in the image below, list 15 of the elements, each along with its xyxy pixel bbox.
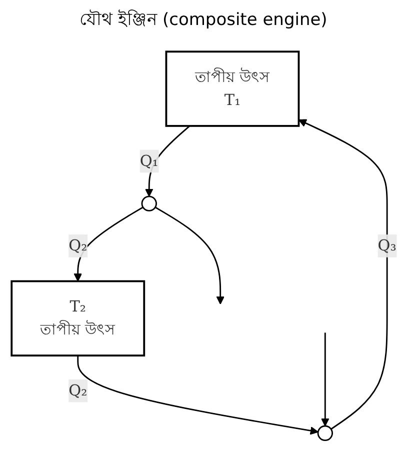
arrow [298,119,388,430]
node-box: তাপীয় উৎস T₁ [164,50,300,127]
arrow [76,356,318,435]
edge-label: Q₃ [377,236,396,255]
edge-label: Q₁ [139,152,158,170]
arrow [73,206,143,282]
edge-label: Q₂ [68,236,87,255]
edge-label: Q₂ [68,381,87,400]
arrow [154,206,224,304]
node-circle [140,196,156,212]
node-circle [316,425,332,442]
node-box: T₂ তাপীয় উৎস [10,280,145,357]
arrow [144,125,190,197]
diagram-title: যৌথ ইঞ্জিন (composite engine) [78,8,328,32]
arrow [320,332,329,426]
